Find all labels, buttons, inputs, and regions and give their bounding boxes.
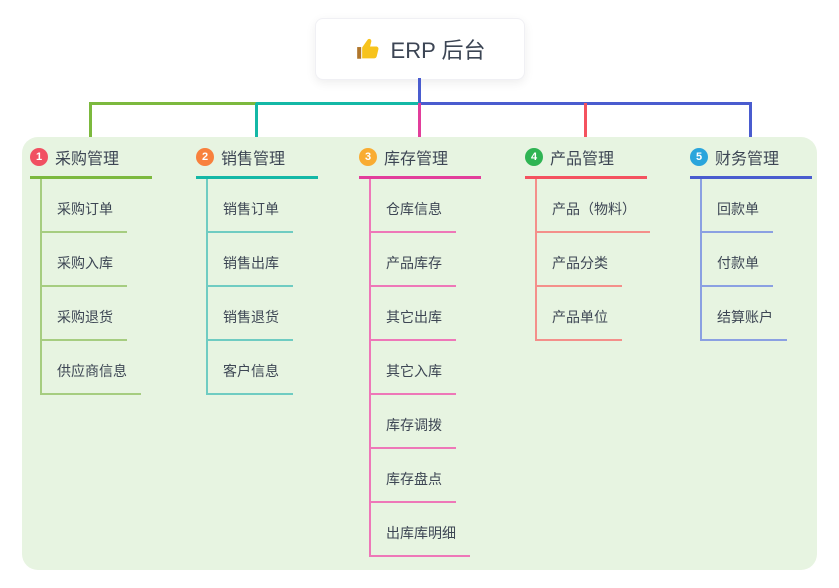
child-node[interactable]: 其它入库: [371, 341, 456, 395]
branch-children: 销售订单销售出库销售退货客户信息: [206, 179, 293, 395]
thumbs-up-icon: [356, 38, 378, 59]
child-node[interactable]: 销售退货: [208, 287, 293, 341]
branch-node-inventory: 3 库存管理 仓库信息产品库存其它出库其它入库库存调拨库存盘点出库库明细: [359, 145, 519, 557]
branch-label: 库存管理: [384, 151, 449, 168]
branch-node-product: 4 产品管理 产品（物料）产品分类产品单位: [525, 145, 685, 341]
connector-h-mid: [256, 102, 419, 105]
branch-children: 回款单付款单结算账户: [700, 179, 787, 341]
branch-header[interactable]: 5 财务管理: [690, 145, 812, 179]
child-node[interactable]: 销售出库: [208, 233, 293, 287]
child-node[interactable]: 库存盘点: [371, 449, 456, 503]
child-node[interactable]: 其它出库: [371, 287, 456, 341]
branch-header[interactable]: 4 产品管理: [525, 145, 647, 179]
branch-children: 仓库信息产品库存其它出库其它入库库存调拨库存盘点出库库明细: [369, 179, 470, 557]
child-node[interactable]: 付款单: [702, 233, 773, 287]
child-node[interactable]: 库存调拨: [371, 395, 456, 449]
branch-label: 产品管理: [550, 151, 615, 168]
branch-node-finance: 5 财务管理 回款单付款单结算账户: [690, 145, 839, 341]
child-node[interactable]: 采购订单: [42, 179, 127, 233]
branch-children: 采购订单采购入库采购退货供应商信息: [40, 179, 141, 395]
branch-label: 财务管理: [715, 151, 780, 168]
child-node[interactable]: 仓库信息: [371, 179, 456, 233]
child-node[interactable]: 结算账户: [702, 287, 787, 341]
branch-label: 采购管理: [55, 151, 120, 168]
child-node[interactable]: 供应商信息: [42, 341, 141, 395]
branch-number-badge: 2: [196, 148, 214, 166]
branch-node-sales: 2 销售管理 销售订单销售出库销售退货客户信息: [196, 145, 356, 395]
branch-header[interactable]: 2 销售管理: [196, 145, 318, 179]
root-edge: [418, 78, 421, 104]
connector-h-left: [89, 102, 256, 105]
child-node[interactable]: 回款单: [702, 179, 773, 233]
branch-number-badge: 5: [690, 148, 708, 166]
child-node[interactable]: 产品（物料）: [537, 179, 650, 233]
branch-children: 产品（物料）产品分类产品单位: [535, 179, 650, 341]
root-node-label: ERP 后台: [390, 38, 486, 63]
child-node[interactable]: 采购退货: [42, 287, 127, 341]
branch-label: 销售管理: [221, 151, 286, 168]
child-node[interactable]: 产品库存: [371, 233, 456, 287]
child-node[interactable]: 产品分类: [537, 233, 622, 287]
child-node[interactable]: 销售订单: [208, 179, 293, 233]
branch-header[interactable]: 3 库存管理: [359, 145, 481, 179]
root-node[interactable]: ERP 后台: [315, 18, 525, 80]
branches-panel: [22, 137, 817, 570]
branch-number-badge: 3: [359, 148, 377, 166]
child-node[interactable]: 出库库明细: [371, 503, 470, 557]
child-node[interactable]: 客户信息: [208, 341, 293, 395]
branch-number-badge: 4: [525, 148, 543, 166]
child-node[interactable]: 采购入库: [42, 233, 127, 287]
branch-node-procurement: 1 采购管理 采购订单采购入库采购退货供应商信息: [30, 145, 190, 395]
child-node[interactable]: 产品单位: [537, 287, 622, 341]
branch-number-badge: 1: [30, 148, 48, 166]
branch-header[interactable]: 1 采购管理: [30, 145, 152, 179]
